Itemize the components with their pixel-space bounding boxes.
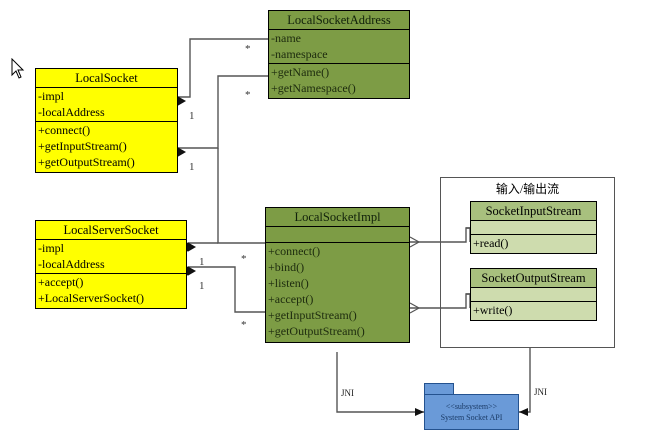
operations-compartment: +read() <box>471 235 596 253</box>
operation-row: +accept() <box>268 292 314 306</box>
edge-streams-to-subsystem <box>519 348 531 416</box>
operation-row: +write() <box>473 303 513 317</box>
attributes-compartment <box>266 227 409 243</box>
mouse-cursor-icon <box>11 58 25 79</box>
operation-row: +read() <box>473 236 509 250</box>
multiplicity-localsocket-top: 1 <box>189 110 195 122</box>
group-io-streams <box>440 177 615 348</box>
edge-localsocket-to-impl <box>217 148 265 244</box>
class-title: SocketOutputStream <box>471 269 596 288</box>
class-title: LocalSocket <box>36 69 177 88</box>
edge-localsocket-to-address <box>178 38 268 98</box>
multiplicity-serversocket-bottom: 1 <box>199 280 205 292</box>
subsystem-name: System Socket API <box>440 413 503 422</box>
operation-row: +accept() <box>38 275 84 289</box>
multiplicity-localsocket-bottom: 1 <box>189 161 195 173</box>
class-local-socket-impl[interactable]: LocalSocketImpl +connect() +bind() +list… <box>265 207 410 343</box>
attribute-row: -impl <box>38 89 64 103</box>
operation-row: +getName() <box>271 65 330 79</box>
edge-localsocket-to-address-2 <box>178 75 268 149</box>
operations-compartment: +connect() +getInputStream() +getOutputS… <box>36 122 177 172</box>
operations-compartment: +connect() +bind() +listen() +accept() +… <box>266 243 409 342</box>
multiplicity-impl-top: * <box>241 253 247 265</box>
operation-row: +getOutputStream() <box>268 324 365 338</box>
operation-row: +getInputStream() <box>268 308 357 322</box>
group-label: 输入/输出流 <box>495 182 560 196</box>
multiplicity-impl-bottom: * <box>241 319 247 331</box>
edge-impl-to-subsystem <box>336 352 424 416</box>
class-local-server-socket[interactable]: LocalServerSocket -impl -localAddress +a… <box>35 220 187 309</box>
operations-compartment: +getName() +getNamespace() <box>269 64 409 98</box>
operation-row: +getInputStream() <box>38 139 127 153</box>
class-local-socket[interactable]: LocalSocket -impl -localAddress +connect… <box>35 68 178 173</box>
class-socket-input-stream[interactable]: SocketInputStream +read() <box>470 201 597 254</box>
class-title: LocalSocketImpl <box>266 208 409 227</box>
node-system-socket-api[interactable]: <<subsystem>> System Socket API <box>424 383 519 431</box>
multiplicity-address-top: * <box>245 43 251 55</box>
attribute-row: -name <box>271 31 301 45</box>
class-title: SocketInputStream <box>471 202 596 221</box>
attributes-compartment <box>471 221 596 235</box>
operation-row: +LocalServerSocket() <box>38 291 145 305</box>
attribute-row: -impl <box>38 241 64 255</box>
edge-label-jni-right: JNI <box>534 387 547 397</box>
class-title: LocalServerSocket <box>36 221 186 240</box>
edge-label-jni-left: JNI <box>341 388 354 398</box>
attribute-row: -namespace <box>271 47 328 61</box>
attributes-compartment: -name -namespace <box>269 30 409 64</box>
edge-serversocket-to-impl-2 <box>188 266 265 313</box>
package-body: <<subsystem>> System Socket API <box>424 394 519 430</box>
class-title: LocalSocketAddress <box>269 11 409 30</box>
attributes-compartment: -impl -localAddress <box>36 240 186 274</box>
operation-row: +listen() <box>268 276 309 290</box>
attributes-compartment: -impl -localAddress <box>36 88 177 122</box>
operations-compartment: +write() <box>471 302 596 320</box>
operations-compartment: +accept() +LocalServerSocket() <box>36 274 186 308</box>
attributes-compartment <box>471 288 596 302</box>
operation-row: +getNamespace() <box>271 81 356 95</box>
operation-row: +connect() <box>38 123 91 137</box>
multiplicity-serversocket-top: 1 <box>199 256 205 268</box>
subsystem-stereotype: <<subsystem>> <box>445 402 498 411</box>
multiplicity-address-bottom: * <box>245 89 251 101</box>
attribute-row: -localAddress <box>38 105 105 119</box>
attribute-row: -localAddress <box>38 257 105 271</box>
operation-row: +connect() <box>268 244 321 258</box>
operation-row: +getOutputStream() <box>38 155 135 169</box>
class-socket-output-stream[interactable]: SocketOutputStream +write() <box>470 268 597 321</box>
class-local-socket-address[interactable]: LocalSocketAddress -name -namespace +get… <box>268 10 410 99</box>
operation-row: +bind() <box>268 260 305 274</box>
